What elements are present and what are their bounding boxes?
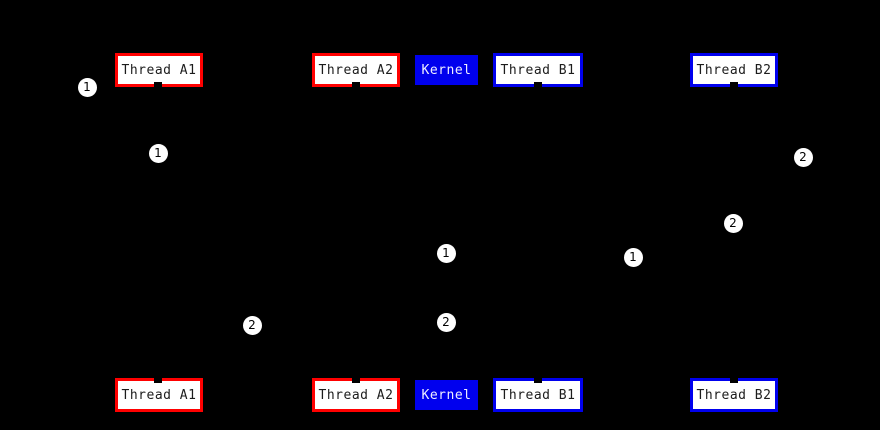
lifeline-notch — [352, 378, 360, 383]
message-number-badge: 2 — [436, 312, 456, 332]
message-number-badge: 1 — [77, 77, 97, 97]
participant-label: Thread B1 — [500, 387, 576, 403]
lifeline-kernel — [446, 85, 447, 380]
participant-label: Thread B2 — [696, 62, 772, 78]
participant-label: Thread A2 — [318, 387, 394, 403]
lifeline-thread-a2 — [356, 87, 357, 378]
participant-thread-b1-bottom: Thread B1 — [493, 378, 583, 412]
participant-thread-a1-bottom: Thread A1 — [115, 378, 203, 412]
participant-kernel-top: Kernel — [415, 55, 478, 85]
lifeline-notch — [534, 378, 542, 383]
lifeline-thread-b2 — [734, 87, 735, 378]
lifeline-notch — [154, 82, 162, 87]
message-number-badge: 2 — [242, 315, 262, 335]
lifeline-notch — [352, 82, 360, 87]
participant-thread-a1-top: Thread A1 — [115, 53, 203, 87]
message-number-badge: 1 — [436, 243, 456, 263]
lifeline-thread-a1 — [158, 87, 159, 378]
lifeline-notch — [534, 82, 542, 87]
participant-label: Thread B1 — [500, 62, 576, 78]
lifeline-notch — [730, 378, 738, 383]
participant-label: Kernel — [421, 387, 472, 403]
participant-label: Thread A2 — [318, 62, 394, 78]
participant-label: Thread B2 — [696, 387, 772, 403]
participant-thread-a2-bottom: Thread A2 — [312, 378, 400, 412]
participant-label: Thread A1 — [121, 62, 197, 78]
participant-thread-b1-top: Thread B1 — [493, 53, 583, 87]
lifeline-thread-b1 — [538, 87, 539, 378]
message-number-badge: 2 — [723, 213, 743, 233]
participant-label: Kernel — [421, 62, 472, 78]
message-number-badge: 2 — [793, 147, 813, 167]
participant-kernel-bottom: Kernel — [415, 380, 478, 410]
lifeline-notch — [154, 378, 162, 383]
participant-label: Thread A1 — [121, 387, 197, 403]
message-number-badge: 1 — [148, 143, 168, 163]
lifeline-notch — [730, 82, 738, 87]
message-number-badge: 1 — [623, 247, 643, 267]
participant-thread-b2-bottom: Thread B2 — [690, 378, 778, 412]
